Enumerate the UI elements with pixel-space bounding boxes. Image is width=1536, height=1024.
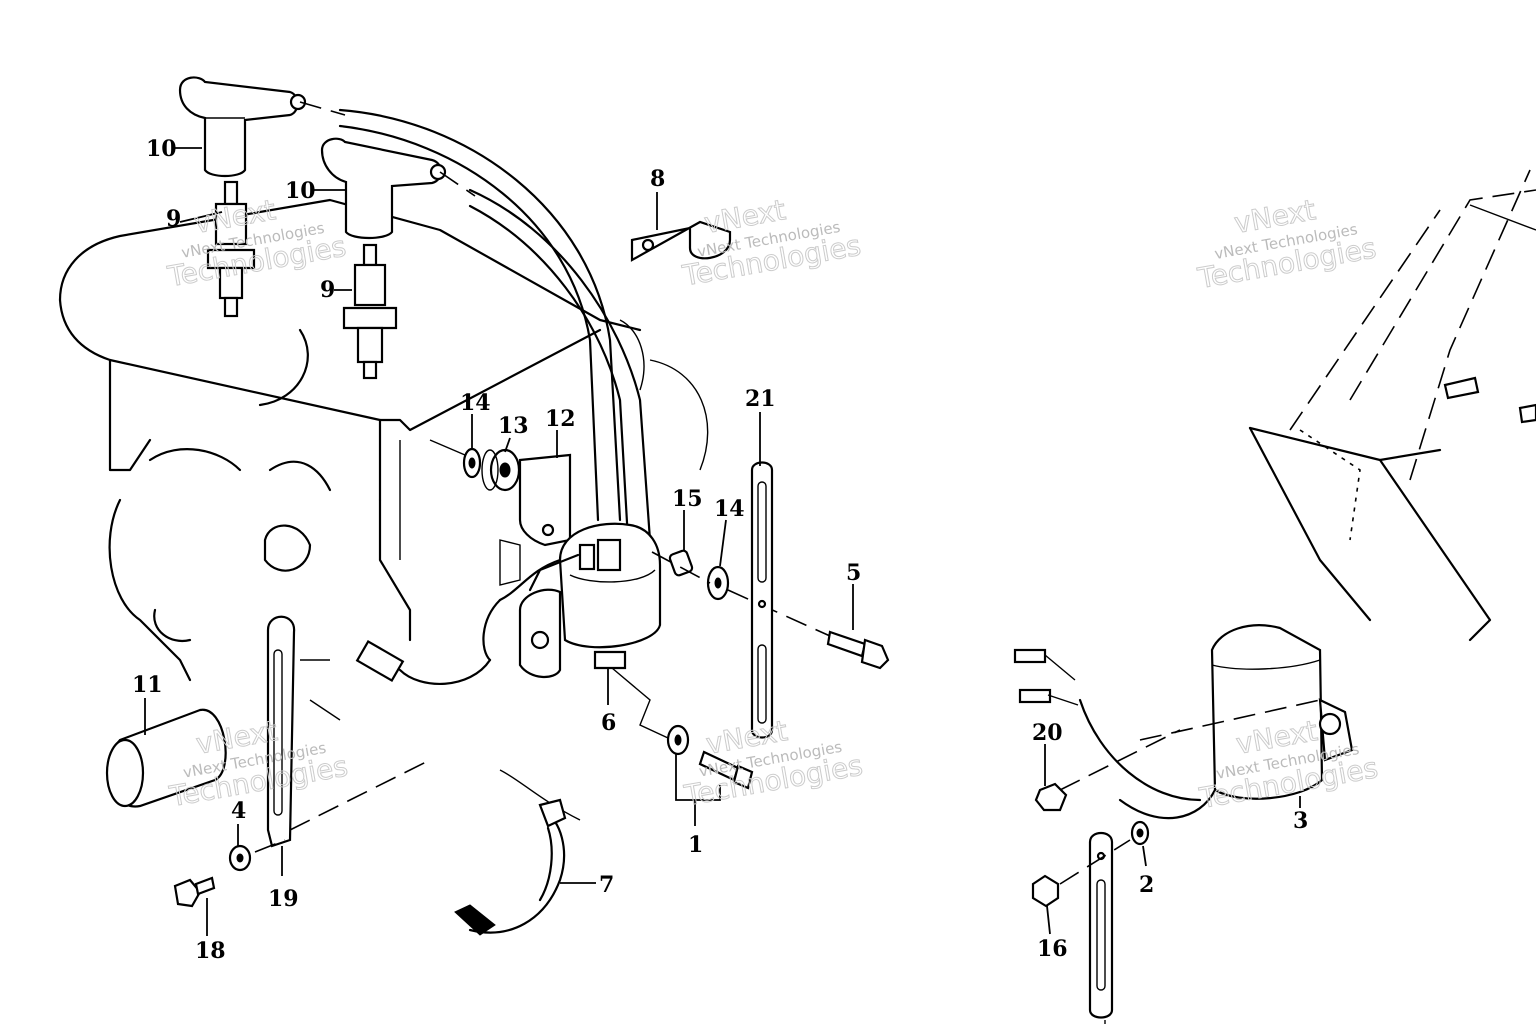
- clamp-8: [630, 220, 732, 262]
- assembly-line-19: [289, 759, 431, 831]
- screw-1: [698, 750, 754, 790]
- callout-6: 6: [601, 710, 616, 736]
- callout-15: 15: [672, 486, 703, 512]
- spark-plug-cap-right: [320, 137, 447, 240]
- coil-ground-lead: [611, 667, 669, 739]
- callout-9-right: 9: [320, 277, 335, 303]
- callout-10-left: 10: [146, 136, 177, 162]
- callout-20: 20: [1032, 720, 1063, 746]
- callout-7: 7: [599, 872, 614, 898]
- strap-21: [750, 461, 774, 739]
- spark-plug-left: [206, 180, 256, 318]
- frame-bracket: [1248, 169, 1536, 642]
- watermark-3: vNext vNext Technologies Technologies: [1194, 193, 1379, 296]
- callout-2: 2: [1139, 872, 1154, 898]
- callout-10-right: 10: [285, 178, 316, 204]
- callout-labels: 10 10 9 9 8 21 14 13 12 15 14 5 6 1 7 11…: [132, 136, 1308, 964]
- spacer-13: [481, 448, 521, 492]
- assembly-line-15: [651, 551, 711, 584]
- callout-4: 4: [231, 798, 246, 824]
- callout-1: 1: [688, 832, 703, 858]
- mount-stud: [429, 439, 466, 456]
- callout-8: 8: [650, 166, 665, 192]
- cover-11: [105, 708, 227, 808]
- callout-18: 18: [195, 938, 226, 964]
- nut-16: [1031, 874, 1060, 908]
- washer-4: [228, 844, 252, 872]
- bracket-12: [499, 453, 572, 586]
- wire-clip-7: [454, 798, 567, 936]
- callout-11: 11: [132, 672, 163, 698]
- washer-1: [666, 724, 690, 756]
- spacer-15: [668, 549, 694, 577]
- callout-14-upper: 14: [460, 390, 491, 416]
- coil-harness: [355, 553, 580, 686]
- callout-3: 3: [1293, 808, 1308, 834]
- callout-9-left: 9: [166, 206, 181, 232]
- callout-14-lower: 14: [714, 496, 745, 522]
- washer-14-upper: [462, 447, 482, 479]
- callout-19: 19: [268, 886, 299, 912]
- callout-21: 21: [745, 386, 776, 412]
- washer-2: [1130, 820, 1150, 846]
- ignition-coil-6: [558, 522, 662, 670]
- assembly-line-16: [1059, 839, 1131, 885]
- nut-20: [1034, 782, 1068, 812]
- assembly-line-5: [727, 589, 831, 637]
- callout-16: 16: [1037, 936, 1068, 962]
- assembly-line-20: [1059, 729, 1181, 791]
- callout-12: 12: [545, 406, 576, 432]
- bolt-5: [826, 630, 890, 670]
- strap-19: [266, 615, 296, 848]
- leader-lines: [144, 147, 1301, 936]
- washer-14-lower: [706, 565, 730, 601]
- bolt-18: [173, 876, 216, 908]
- callout-13: 13: [498, 413, 529, 439]
- spark-plug-cap-left: [178, 76, 307, 178]
- strap-lower: [1088, 831, 1114, 1024]
- callout-5: 5: [846, 560, 861, 586]
- ignition-leads: [299, 101, 652, 542]
- regulator-harness: [1013, 648, 1217, 820]
- spark-plug-right: [342, 243, 398, 380]
- coil-mount-plate: [518, 588, 562, 678]
- assembly-line-4: [254, 839, 286, 853]
